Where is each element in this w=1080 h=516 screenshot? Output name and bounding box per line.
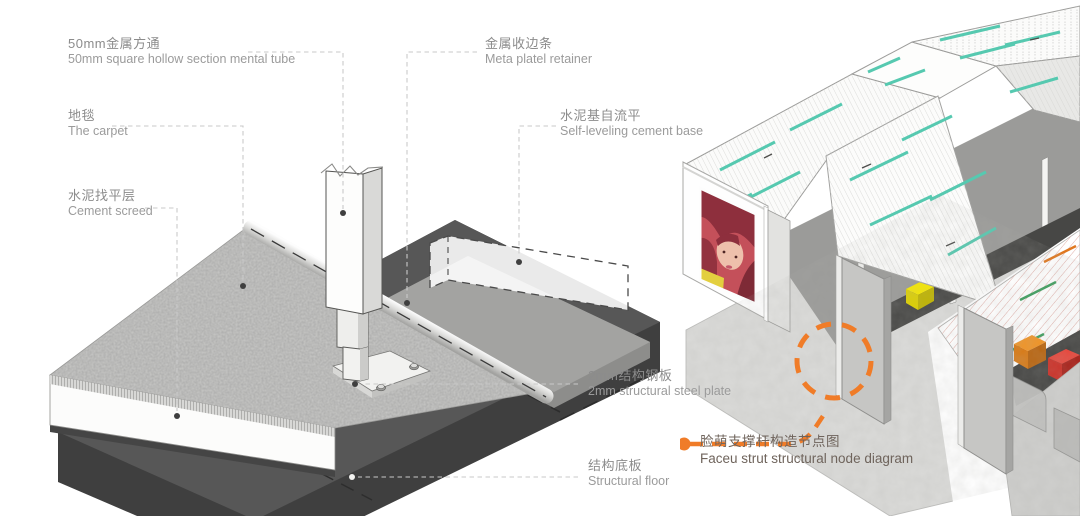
- label-zh: 水泥找平层: [68, 188, 136, 203]
- callout-leader: [690, 408, 829, 447]
- bolt: [409, 363, 419, 371]
- label-zh: 50mm金属方通: [68, 36, 161, 51]
- highlight-circle: [794, 321, 874, 401]
- break-mark: [320, 163, 384, 177]
- label-en: Cement screed: [68, 204, 153, 219]
- steel-plate: [380, 256, 650, 408]
- label-en: Structural floor: [588, 474, 670, 489]
- label-en: Meta platel retainer: [485, 52, 593, 67]
- bolt: [376, 384, 386, 392]
- floor-detail-illustration: [49, 51, 660, 516]
- label-en: 2mm structural steel plate: [588, 384, 732, 399]
- pavilion-illustration: [680, 5, 1080, 516]
- label-zh: 2mm结构钢板: [588, 368, 673, 383]
- leader-lines: [112, 51, 578, 478]
- label-en: 50mm square hollow section mental tube: [68, 52, 296, 67]
- metal-retainer-strip: [243, 220, 554, 404]
- node-highlight: [680, 321, 874, 451]
- leader-dots: [174, 210, 522, 480]
- label-carpet: 地毯 The carpet: [68, 108, 128, 140]
- label-self-leveling: 水泥基自流平 Self-leveling cement base: [560, 108, 703, 140]
- callout-dot: [680, 437, 691, 451]
- label-zh: 金属收边条: [485, 36, 553, 51]
- label-zh: 结构底板: [588, 458, 643, 473]
- ghost-panel-self-leveling: [429, 235, 629, 311]
- label-en: Faceu strut structural node diagram: [700, 450, 914, 466]
- label-cement-screed: 水泥找平层 Cement screed: [68, 188, 153, 220]
- steel-tube: [320, 163, 384, 382]
- portrait-poster: [698, 185, 758, 307]
- label-steel-plate: 2mm结构钢板 2mm structural steel plate: [588, 368, 731, 400]
- label-structural-floor: 结构底板 Structural floor: [588, 458, 669, 490]
- gable-end-wall: [682, 161, 791, 333]
- label-en: Self-leveling cement base: [560, 124, 704, 139]
- label-zh: 脸萌支撑杆构造节点图: [700, 434, 840, 449]
- label-metal-retainer: 金属收边条 Meta platel retainer: [485, 36, 592, 68]
- label-zh: 地毯: [68, 108, 96, 123]
- label-square-tube: 50mm金属方通 50mm square hollow section ment…: [68, 36, 295, 68]
- label-zh: 水泥基自流平: [560, 108, 642, 123]
- label-faceu-callout: 脸萌支撑杆构造节点图 Faceu strut structural node d…: [700, 434, 913, 468]
- label-en: The carpet: [68, 124, 128, 139]
